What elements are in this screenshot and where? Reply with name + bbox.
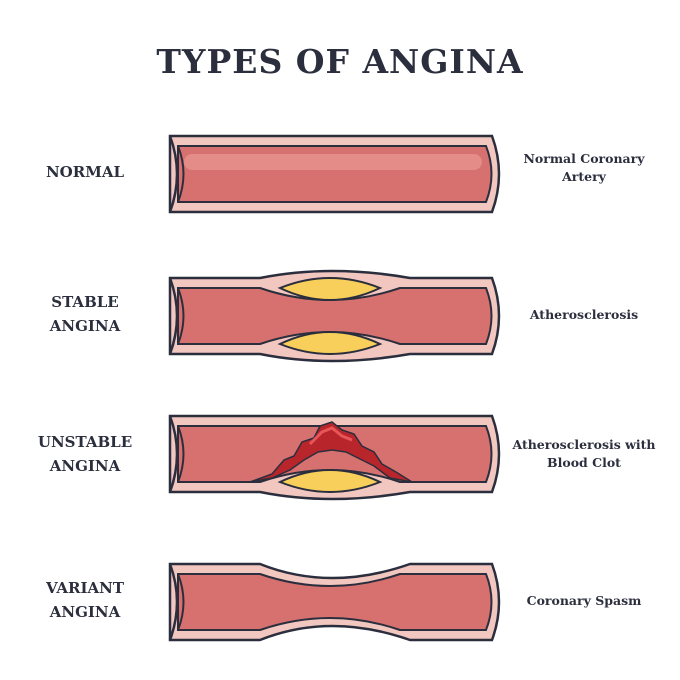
desc-variant: Coronary Spasm [526,593,642,608]
plaque-bottom [277,331,383,355]
row-variant: VARIANT ANGINA Coronary Spasm [0,548,680,658]
row-normal: NORMAL Normal Coronary Artery [0,120,680,230]
lumen [177,425,493,483]
normal-artery [168,134,501,214]
desc-stable: Atherosclerosis [529,307,639,322]
plaque [277,469,383,493]
label-unstable: UNSTABLE ANGINA [37,433,133,475]
label-variant: VARIANT ANGINA [45,579,125,621]
desc-normal: Normal Coronary Artery [523,151,645,184]
row-stable: STABLE ANGINA Atherosclerosis [0,262,680,372]
lumen [177,573,493,631]
unstable-artery [168,414,501,501]
label-stable: STABLE ANGINA [49,293,121,335]
diagram-title: TYPES OF ANGINA [156,42,524,81]
lumen-highlight [184,154,482,170]
plaque-top [277,277,383,301]
desc-unstable: Atherosclerosis with Blood Clot [512,437,656,470]
stable-artery [168,269,501,363]
blood-clot [249,421,413,483]
label-normal: NORMAL [45,163,125,181]
row-unstable: UNSTABLE ANGINA Atherosclerosis with Blo… [0,400,680,510]
variant-artery [168,562,501,642]
